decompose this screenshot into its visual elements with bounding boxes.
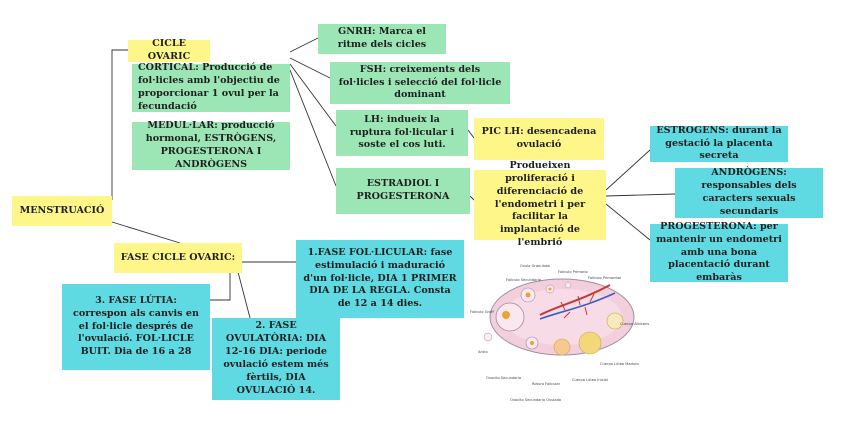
fase3-text: 3. FASE LÚTIA: correspon als canvis en e…: [73, 294, 199, 358]
connector-cicle-estradiol: [289, 69, 337, 187]
label-antro: Antro: [478, 350, 488, 354]
estrogens-text: ESTROGENS: durant la gestació la placent…: [656, 124, 782, 162]
connector-produeixen-estrogens: [605, 149, 651, 191]
fase2-text: 2. FASE OVULATÒRIA: DIA 12-16 DIA: perio…: [223, 320, 329, 396]
fase3-node: 3. FASE LÚTIA: correspon als canvis en e…: [62, 284, 210, 370]
connector-estradiol-produeixen: [469, 195, 475, 201]
menstruacio-text: MENSTRUACIÓ: [19, 204, 105, 216]
lh-text: LH: indueix la ruptura fol·licular i sos…: [349, 113, 455, 151]
estradiol-node: ESTRADIOL I PROGESTERONA: [336, 168, 470, 214]
medular-node: MEDUL·LAR: producció hormonal, ESTRÒGENS…: [132, 120, 290, 170]
connector-menstruacio-fase: [111, 221, 181, 244]
label-foliculo-primordial: Folículo Primordial: [588, 276, 621, 280]
connector-fase-fase3: [210, 272, 231, 301]
fase1-node: 1.FASE FOL·LICULAR: fase estimulació i m…: [296, 240, 464, 318]
androgens-node: ANDRÒGENS: responsables dels caracters s…: [675, 167, 823, 218]
connector-menstruacio-cicle: [111, 49, 128, 200]
connector-cicle-lh: [289, 63, 337, 127]
cicle-ovaric-node: CICLE OVARIC: [128, 38, 210, 62]
label-ovocito-ovulado: Ovocito Secundario Ovulado: [510, 398, 561, 402]
cicle-ovaric-text: CICLE OVARIC: [147, 38, 191, 62]
label-ovocito-secundario: Ovocito Secundario: [486, 376, 521, 380]
connector-cicle-fsh: [289, 57, 331, 79]
progesterona-node: PROGESTERONA: per mantenir un endometri …: [650, 221, 788, 283]
label-cuerpo-luteo-maduro: Cuerpo Lúteo Maduro: [600, 362, 639, 366]
pic-lh-node: PIC LH: desencadena ovulació: [474, 118, 604, 160]
produeixen-text: Produeixen proliferació i diferenciació …: [494, 159, 586, 249]
fsh-text: FSH: creixements dels fol·licles i selec…: [338, 63, 502, 101]
fase2-node: 2. FASE OVULATÒRIA: DIA 12-16 DIA: perio…: [212, 318, 340, 400]
cortical-text: CORTICAL: Producció de fol·licles amb l'…: [138, 62, 280, 112]
progesterona-text: PROGESTERONA: per mantenir un endometri …: [656, 220, 782, 284]
label-foliculo-graff: Folículo Graff: [470, 310, 494, 314]
gnrh-node: GNRH: Marca el ritme dels cicles: [318, 24, 446, 54]
connector-lh-pic: [467, 129, 475, 139]
label-foliculo-primario: Folículo Primario: [558, 270, 588, 274]
fase-cicle-node: FASE CICLE OVARIC:: [114, 243, 242, 273]
label-foliculo-secundario: Folículo Secundario: [506, 278, 541, 282]
pic-lh-text: PIC LH: desencadena ovulació: [481, 126, 597, 150]
connector-fase-fase2: [237, 271, 251, 319]
menstruacio-node: MENSTRUACIÓ: [12, 196, 112, 226]
label-cuerpo-luteo-inicial: Cuerpo Lúteo Inicial: [572, 378, 608, 382]
label-ovulo: Óvulo Granuloso: [520, 263, 550, 268]
ovarian-cycle-illustration: Óvulo Granuloso Folículo Secundario Folí…: [470, 263, 649, 402]
label-rotura-folicular: Rotura Folicular: [532, 382, 561, 386]
cortical-node: CORTICAL: Producció de fol·licles amb l'…: [132, 62, 290, 112]
connector-produeixen-androgens: [605, 193, 676, 197]
label-cuerpo-albicans: Cuerpo Albicans: [620, 322, 649, 326]
fase-cicle-text: FASE CICLE OVARIC:: [120, 251, 236, 263]
produeixen-node: Produeixen proliferació i diferenciació …: [474, 160, 606, 248]
lh-node: LH: indueix la ruptura fol·licular i sos…: [336, 110, 468, 156]
medular-text: MEDUL·LAR: producció hormonal, ESTRÒGENS…: [145, 120, 277, 170]
estrogens-node: ESTROGENS: durant la gestació la placent…: [650, 124, 788, 162]
androgens-text: ANDRÒGENS: responsables dels caracters s…: [701, 167, 797, 217]
fsh-node: FSH: creixements dels fol·licles i selec…: [330, 62, 510, 104]
connector-produeixen-progesterona: [605, 203, 651, 241]
connector-cicle-gnrh: [289, 37, 319, 53]
estradiol-text: ESTRADIOL I PROGESTERONA: [356, 178, 450, 202]
gnrh-text: GNRH: Marca el ritme dels cicles: [337, 26, 427, 50]
fase1-text: 1.FASE FOL·LICULAR: fase estimulació i m…: [303, 246, 457, 310]
